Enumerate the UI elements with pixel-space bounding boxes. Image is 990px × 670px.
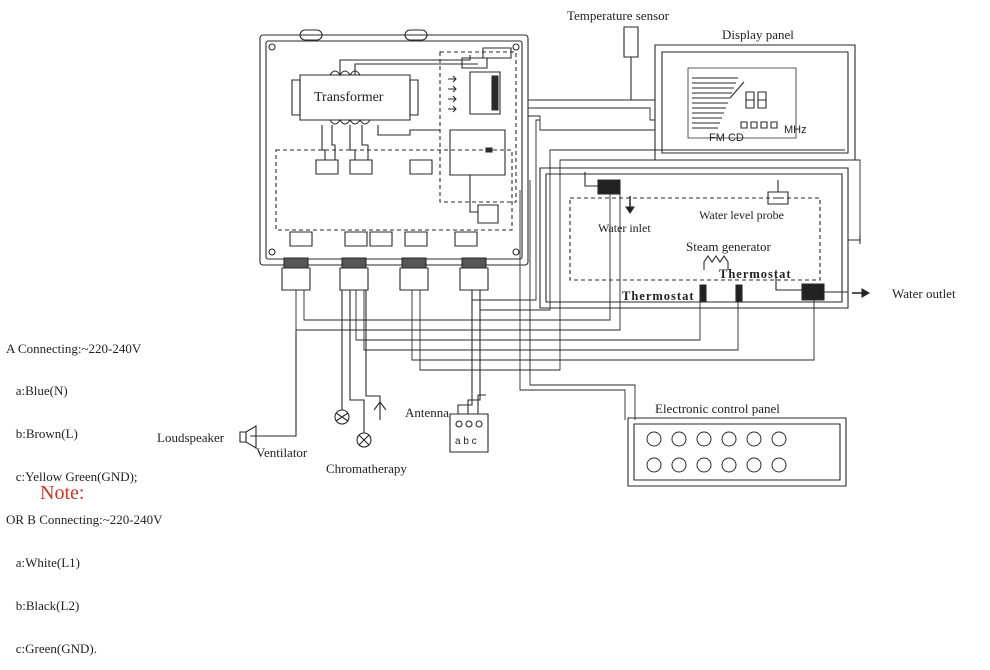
lamp-icon [350,290,371,447]
speaker-icon [240,330,296,448]
transformer-label: Transformer [314,90,384,105]
mhz-label: MHz [784,124,807,136]
legend-line: b:Brown(L) [6,426,78,442]
note-heading: Note: [40,482,85,504]
ventilator-label: Ventilator [256,445,308,460]
temperature-sensor [624,27,655,100]
cable-glands [282,258,488,290]
legend-line: b:Black(L2) [6,597,80,613]
chromatherapy-label: Chromatherapy [326,461,407,476]
electronic-control-panel-label: Electronic control panel [655,401,780,416]
electronic-control-panel [628,418,846,486]
power-terminal [450,290,488,452]
wiring-diagram [0,0,990,496]
control-board [440,48,516,223]
water-level-probe [768,180,788,204]
display-panel [655,45,855,160]
water-inlet-label: Water inlet [598,221,651,235]
steam-generator-label: Steam generator [686,239,771,254]
antenna-icon [366,290,386,420]
loudspeaker-label: Loudspeaker [157,430,225,445]
board-arrows [448,76,456,112]
thermostat-upper-label: Thermostat [719,267,792,281]
heating-element [700,256,742,301]
display-panel-label: Display panel [722,27,794,42]
control-box [260,30,528,265]
fm-cd-label: FM CD [709,132,744,144]
legend-line: c:Green(GND). [6,640,97,656]
legend-line: A Connecting:~220-240V [6,340,142,356]
arrow-right-icon [852,289,869,297]
legend-line: OR B Connecting:~220-240V [6,512,163,528]
water-outlet-valve [776,270,848,300]
steam-generator-enclosure [540,168,860,308]
wiring [296,100,860,420]
thermostat-lower-label: Thermostat [622,289,695,303]
fan-icon [335,290,349,424]
arrow-down-icon [626,196,634,213]
water-level-probe-label: Water level probe [699,208,784,222]
antenna-label: Antenna [405,405,450,420]
water-inlet-valve [585,172,630,210]
terminal-abc-label: a b c [455,436,477,447]
water-outlet-label: Water outlet [892,286,956,301]
sub-board [276,150,512,246]
legend-line: c:Yellow Green(GND); [6,469,138,485]
legend-line: a:White(L1) [6,555,80,571]
legend-line: a:Blue(N) [6,383,68,399]
temperature-sensor-label: Temperature sensor [567,8,669,23]
